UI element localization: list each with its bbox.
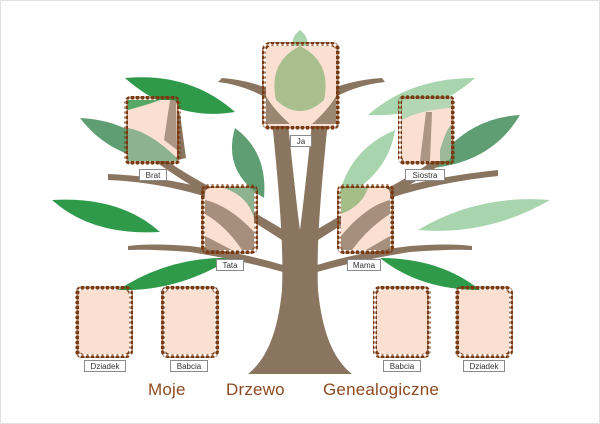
title-word-moje: Moje: [148, 380, 186, 399]
frame-babcia-right: [373, 286, 431, 358]
trunk: [248, 100, 352, 374]
title-word-genealogiczne: Genealogiczne: [323, 380, 440, 399]
leaf: [338, 130, 395, 200]
label-babcia-left: Babcia: [170, 360, 208, 372]
branch: [388, 170, 498, 198]
frame-brat: [124, 96, 181, 165]
frame-ja: [262, 42, 340, 130]
leaf: [380, 258, 480, 290]
label-dziadek-left: Dziadek: [84, 360, 126, 372]
label-brat: Brat: [139, 169, 167, 181]
leaf: [52, 199, 160, 233]
label-dziadek-right: Dziadek: [463, 360, 505, 372]
label-mama: Mama: [347, 259, 381, 271]
label-ja: Ja: [290, 135, 312, 147]
frame-babcia-left: [161, 286, 219, 358]
branch: [218, 78, 276, 100]
frame-dziadek-left: [75, 286, 133, 358]
label-babcia-right: Babcia: [383, 360, 421, 372]
frame-tata: [201, 184, 258, 254]
frame-siostra: [398, 95, 455, 165]
frame-dziadek-right: [455, 286, 513, 358]
leaf: [418, 199, 550, 231]
branch: [108, 174, 212, 198]
leaf: [125, 77, 235, 114]
branch: [317, 244, 472, 272]
leaf: [118, 257, 232, 291]
photo-frames: [75, 42, 513, 358]
frame-mama: [337, 184, 394, 254]
leaf: [231, 128, 265, 198]
label-siostra: Siostra: [405, 169, 445, 181]
label-tata: Tata: [216, 259, 244, 271]
title-word-drzewo: Drzewo: [226, 380, 285, 399]
